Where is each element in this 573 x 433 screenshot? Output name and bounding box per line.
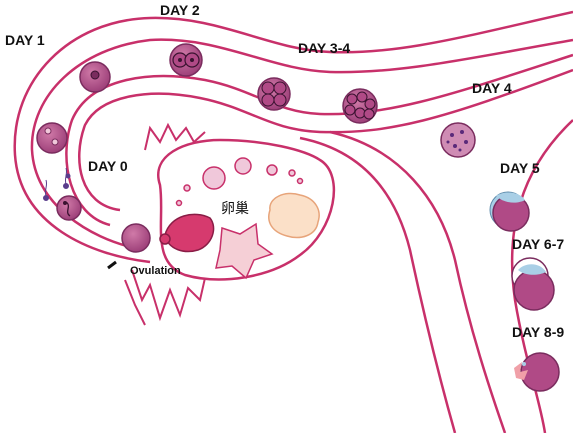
corpus-luteum — [164, 213, 215, 253]
day4-compact-morula — [440, 122, 476, 158]
follicle-medium — [234, 157, 252, 175]
label-ovulation: Ovulation — [130, 265, 181, 277]
follicle-tiny-2 — [183, 184, 191, 192]
follicle-beige — [268, 192, 320, 239]
label-day1: DAY 1 — [5, 32, 45, 48]
day2-two-cell — [169, 43, 203, 77]
label-day5: DAY 5 — [500, 160, 540, 176]
day67-hatching — [511, 257, 555, 311]
follicle-tiny-3 — [175, 199, 183, 207]
label-day2: DAY 2 — [160, 2, 200, 18]
corpus-albicans — [215, 222, 274, 280]
label-day3-4: DAY 3-4 — [298, 40, 351, 56]
day3-cleavage — [257, 77, 291, 111]
day1-pronuclear — [36, 122, 68, 154]
tube-outline — [13, 10, 573, 433]
fertilized-egg — [56, 195, 82, 221]
label-day8-9: DAY 8-9 — [512, 324, 565, 340]
label-ovary: 卵巢 — [221, 201, 249, 217]
follicle-large — [202, 166, 226, 190]
ovulated-oocyte — [121, 223, 151, 253]
follicle-tinier — [296, 177, 304, 185]
sperm-cells — [43, 167, 71, 201]
day1-cell — [79, 61, 111, 93]
ovulation-marker — [107, 260, 117, 270]
follicle-small — [266, 164, 278, 176]
label-day0: DAY 0 — [88, 158, 128, 174]
ovary-follicles — [159, 157, 320, 280]
day4-morula — [342, 88, 378, 124]
day89-implanting — [514, 352, 560, 392]
released-cell — [159, 233, 171, 245]
day5-blastocyst — [489, 191, 530, 232]
label-day4: DAY 4 — [472, 80, 512, 96]
label-day6-7: DAY 6-7 — [512, 236, 565, 252]
follicle-tiny — [288, 169, 296, 177]
